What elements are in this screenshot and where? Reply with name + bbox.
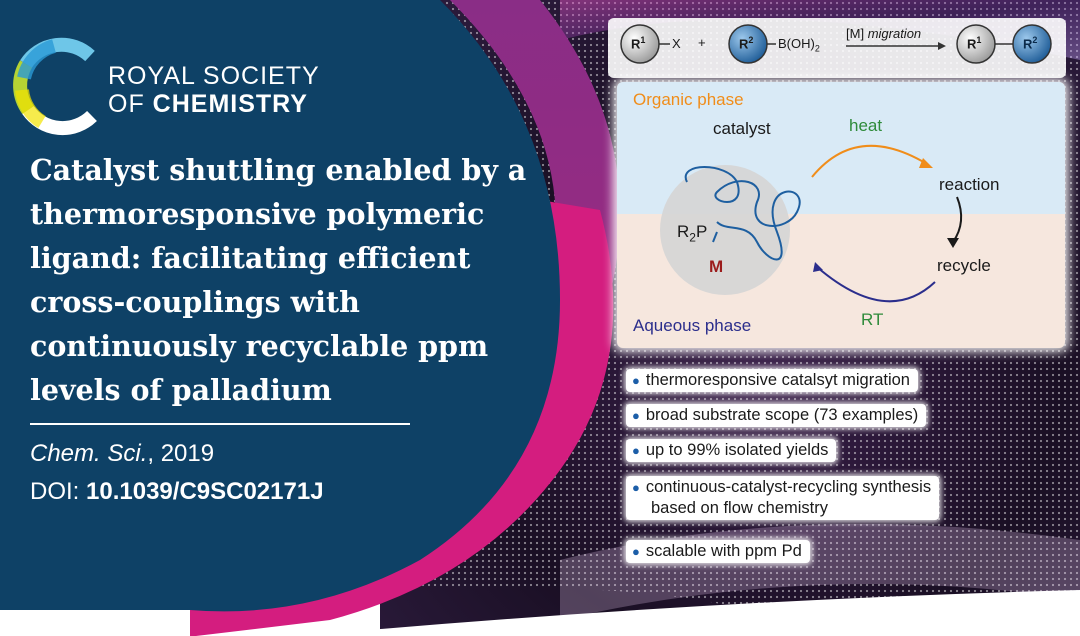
highlight-item: ●broad substrate scope (73 examples) [626,404,927,427]
reaction-scheme: R1 X + R2 B(OH)2 [M] migration R1 R2 [608,16,1066,80]
heat-arrow [811,144,928,178]
organic-phase-label: Organic phase [633,90,744,109]
product-r2-ball [1012,24,1052,64]
publisher-name-line1: ROYAL SOCIETY [108,62,320,90]
bullet-icon: ● [632,443,640,458]
highlight-item: ●up to 99% isolated yields [626,439,837,462]
bullet-icon: ● [632,373,640,388]
publisher-name-prefix: OF [108,90,153,118]
r2-label: R2 [739,35,754,52]
doi-label: DOI: [30,478,87,505]
polymer-chain [684,166,801,261]
r1-label: R1 [631,35,646,52]
journal-citation: Chem. Sci., 2019 [30,440,214,468]
catalyst-sphere [660,165,790,295]
catalyst-label: catalyst [713,119,771,138]
halide-label: X [672,36,681,51]
reaction-label: reaction [939,175,1000,194]
rsc-logo-icon [13,37,97,136]
bullet-icon: ● [632,408,640,423]
publisher-name-line2: OF CHEMISTRY [108,90,320,118]
highlight-item: ●continuous-catalyst-recycling synthesis… [626,476,940,520]
publisher-logo: ROYAL SOCIETY OF CHEMISTRY [108,62,320,118]
journal-year: , 2019 [147,440,215,467]
journal-name: Chem. Sci. [30,440,148,467]
reaction-scheme-art [608,18,1066,78]
phase-diagram-art [660,144,963,303]
article-title: Catalyst shuttling enabled by a thermore… [30,153,527,407]
pink-wave-top [560,0,1080,60]
highlight-item: ●scalable with ppm Pd [626,540,810,563]
product-r1-label: R1 [967,35,982,52]
doi-line: DOI: 10.1039/C9SC02171J [30,478,324,506]
product-r2-label: R2 [1023,35,1038,52]
metal-label: M [709,257,724,276]
rt-label: RT [861,310,884,329]
doi-value: 10.1039/C9SC02171J [86,478,324,505]
phase-diagram: Organic phase Aqueous phase catalyst hea… [617,82,1065,348]
recycle-label: recycle [937,256,991,275]
boronic-acid-label: B(OH)2 [778,36,820,54]
arrow-condition: [M] migration [846,26,922,41]
publisher-name-bold: CHEMISTRY [152,90,308,118]
white-base [300,590,1080,636]
title-divider [30,423,410,425]
highlight-item: ●thermoresponsive catalsyt migration [626,369,918,392]
reaction-to-recycle-arrow [952,196,963,243]
bullet-icon: ● [632,544,640,559]
rt-arrow [816,266,936,303]
phosphine-ligand-label: R2P [677,222,708,245]
navy-panel [0,0,560,612]
aqueous-phase-label: Aqueous phase [633,316,752,335]
heat-label: heat [849,116,883,135]
bullet-icon: ● [632,480,640,495]
plus-sign: + [698,35,706,50]
